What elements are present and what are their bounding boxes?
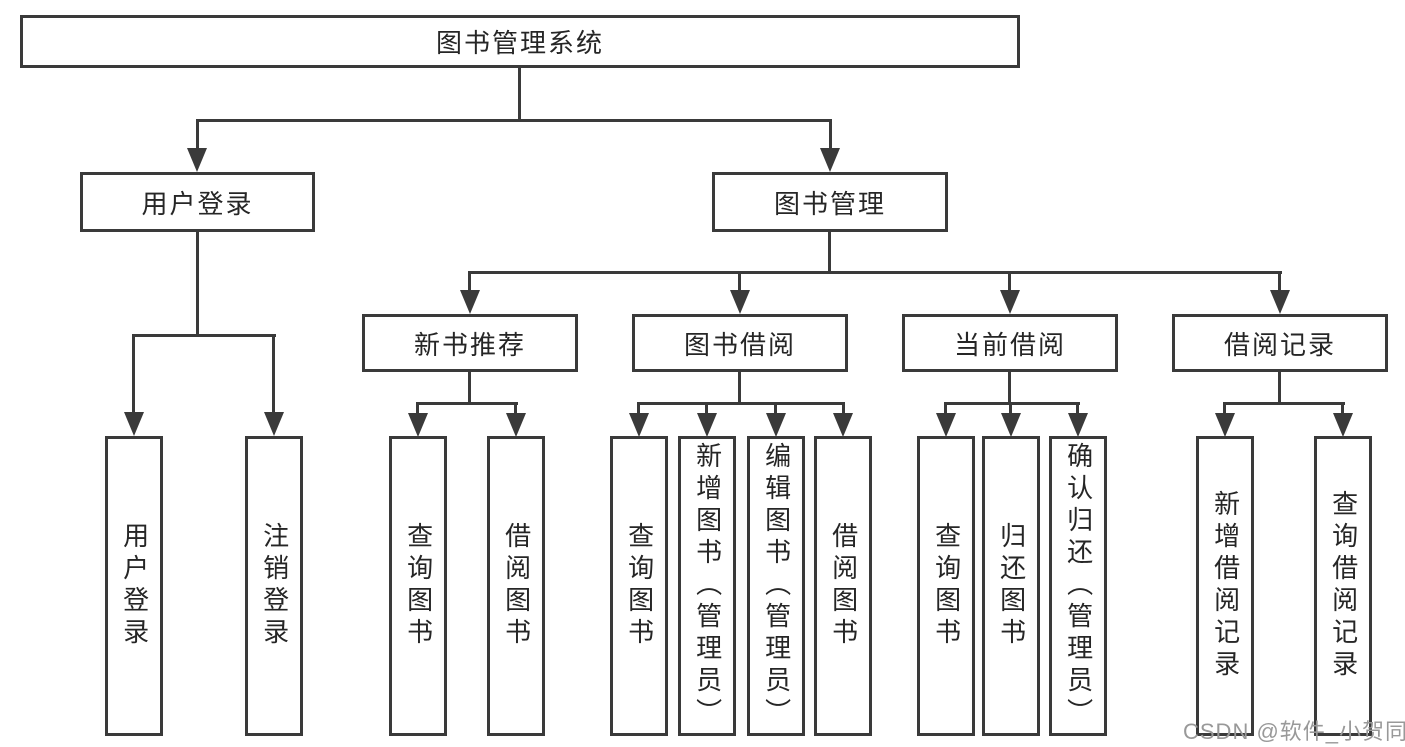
connector-line — [1076, 402, 1079, 416]
connector-line — [468, 271, 471, 293]
node-book-borrow-label: 图书借阅 — [683, 329, 796, 360]
leaf-logout-label: 注销登录 — [259, 522, 290, 650]
connector-line — [1223, 402, 1226, 416]
leaf-confirm-return-admin: 确认归还（管理员） — [1049, 436, 1107, 736]
connector-line — [1008, 372, 1011, 404]
connector-arrowhead — [766, 413, 786, 437]
leaf-edit-book-admin: 编辑图书（管理员） — [747, 436, 805, 736]
node-borrow-records: 借阅记录 — [1172, 314, 1388, 372]
connector-line — [705, 402, 708, 416]
connector-arrowhead — [1001, 413, 1021, 437]
connector-arrowhead — [730, 290, 750, 314]
connector-line — [416, 402, 518, 405]
connector-line — [272, 334, 275, 414]
leaf-query-borrow-record: 查询借阅记录 — [1314, 436, 1372, 736]
node-book-management: 图书管理 — [712, 172, 948, 232]
connector-line — [842, 402, 845, 416]
connector-arrowhead — [1270, 290, 1290, 314]
leaf-borrow-books-label: 借阅图书 — [828, 522, 859, 650]
leaf-query-books-borrow-label: 查询图书 — [624, 522, 655, 650]
connector-line — [468, 372, 471, 404]
connector-arrowhead — [264, 412, 284, 436]
connector-line — [1341, 402, 1344, 416]
connector-arrowhead — [1215, 413, 1235, 437]
leaf-add-borrow-record-label: 新增借阅记录 — [1210, 490, 1241, 682]
node-new-book-recommend: 新书推荐 — [362, 314, 578, 372]
connector-line — [468, 271, 1282, 274]
connector-arrowhead — [1000, 290, 1020, 314]
node-book-borrow: 图书借阅 — [632, 314, 848, 372]
connector-arrowhead — [124, 412, 144, 436]
connector-line — [196, 119, 199, 151]
node-book-management-label: 图书管理 — [773, 188, 886, 219]
connector-line — [944, 402, 947, 416]
leaf-user-login: 用户登录 — [105, 436, 163, 736]
connector-arrowhead — [408, 413, 428, 437]
leaf-borrow-books-recommend: 借阅图书 — [487, 436, 545, 736]
leaf-query-books-borrow: 查询图书 — [610, 436, 668, 736]
connector-line — [944, 402, 1080, 405]
node-current-borrow-label: 当前借阅 — [953, 329, 1066, 360]
connector-arrowhead — [833, 413, 853, 437]
leaf-add-book-admin-label: 新增图书（管理员） — [692, 442, 723, 730]
connector-line — [829, 119, 832, 151]
node-root-label: 图书管理系统 — [435, 28, 604, 58]
leaf-return-books-label: 归还图书 — [996, 522, 1027, 650]
node-root: 图书管理系统 — [20, 15, 1020, 68]
connector-line — [1009, 402, 1012, 416]
connector-arrowhead — [697, 413, 717, 437]
node-new-book-recommend-label: 新书推荐 — [413, 329, 526, 360]
connector-arrowhead — [187, 148, 207, 172]
connector-line — [514, 402, 517, 416]
node-user-login: 用户登录 — [80, 172, 315, 232]
connector-line — [637, 402, 845, 405]
leaf-query-borrow-record-label: 查询借阅记录 — [1328, 490, 1359, 682]
connector-line — [738, 271, 741, 293]
leaf-query-books-current: 查询图书 — [917, 436, 975, 736]
connector-arrowhead — [1333, 413, 1353, 437]
watermark: CSDN @软件_小贺同学 — [1183, 719, 1405, 744]
leaf-user-login-label: 用户登录 — [119, 522, 150, 650]
connector-line — [518, 66, 521, 121]
leaf-query-books-recommend: 查询图书 — [389, 436, 447, 736]
connector-line — [132, 334, 135, 414]
connector-line — [828, 232, 831, 273]
connector-line — [196, 232, 199, 336]
leaf-logout: 注销登录 — [245, 436, 303, 736]
connector-arrowhead — [629, 413, 649, 437]
connector-line — [1278, 372, 1281, 404]
leaf-borrow-books-recommend-label: 借阅图书 — [501, 522, 532, 650]
leaf-query-books-recommend-label: 查询图书 — [403, 522, 434, 650]
connector-line — [637, 402, 640, 416]
connector-line — [738, 372, 741, 404]
node-current-borrow: 当前借阅 — [902, 314, 1118, 372]
connector-line — [132, 334, 276, 337]
connector-line — [416, 402, 419, 416]
connector-line — [774, 402, 777, 416]
node-user-login-label: 用户登录 — [141, 188, 254, 219]
leaf-add-book-admin: 新增图书（管理员） — [678, 436, 736, 736]
leaf-confirm-return-admin-label: 确认归还（管理员） — [1063, 442, 1094, 730]
connector-arrowhead — [820, 148, 840, 172]
leaf-return-books: 归还图书 — [982, 436, 1040, 736]
connector-line — [1008, 271, 1011, 293]
connector-arrowhead — [506, 413, 526, 437]
leaf-add-borrow-record: 新增借阅记录 — [1196, 436, 1254, 736]
connector-line — [1223, 402, 1345, 405]
node-borrow-records-label: 借阅记录 — [1223, 329, 1336, 360]
leaf-query-books-current-label: 查询图书 — [931, 522, 962, 650]
connector-arrowhead — [936, 413, 956, 437]
leaf-edit-book-admin-label: 编辑图书（管理员） — [761, 442, 792, 730]
connector-arrowhead — [460, 290, 480, 314]
connector-arrowhead — [1068, 413, 1088, 437]
leaf-borrow-books: 借阅图书 — [814, 436, 872, 736]
connector-line — [1278, 271, 1281, 293]
connector-line — [196, 119, 832, 122]
